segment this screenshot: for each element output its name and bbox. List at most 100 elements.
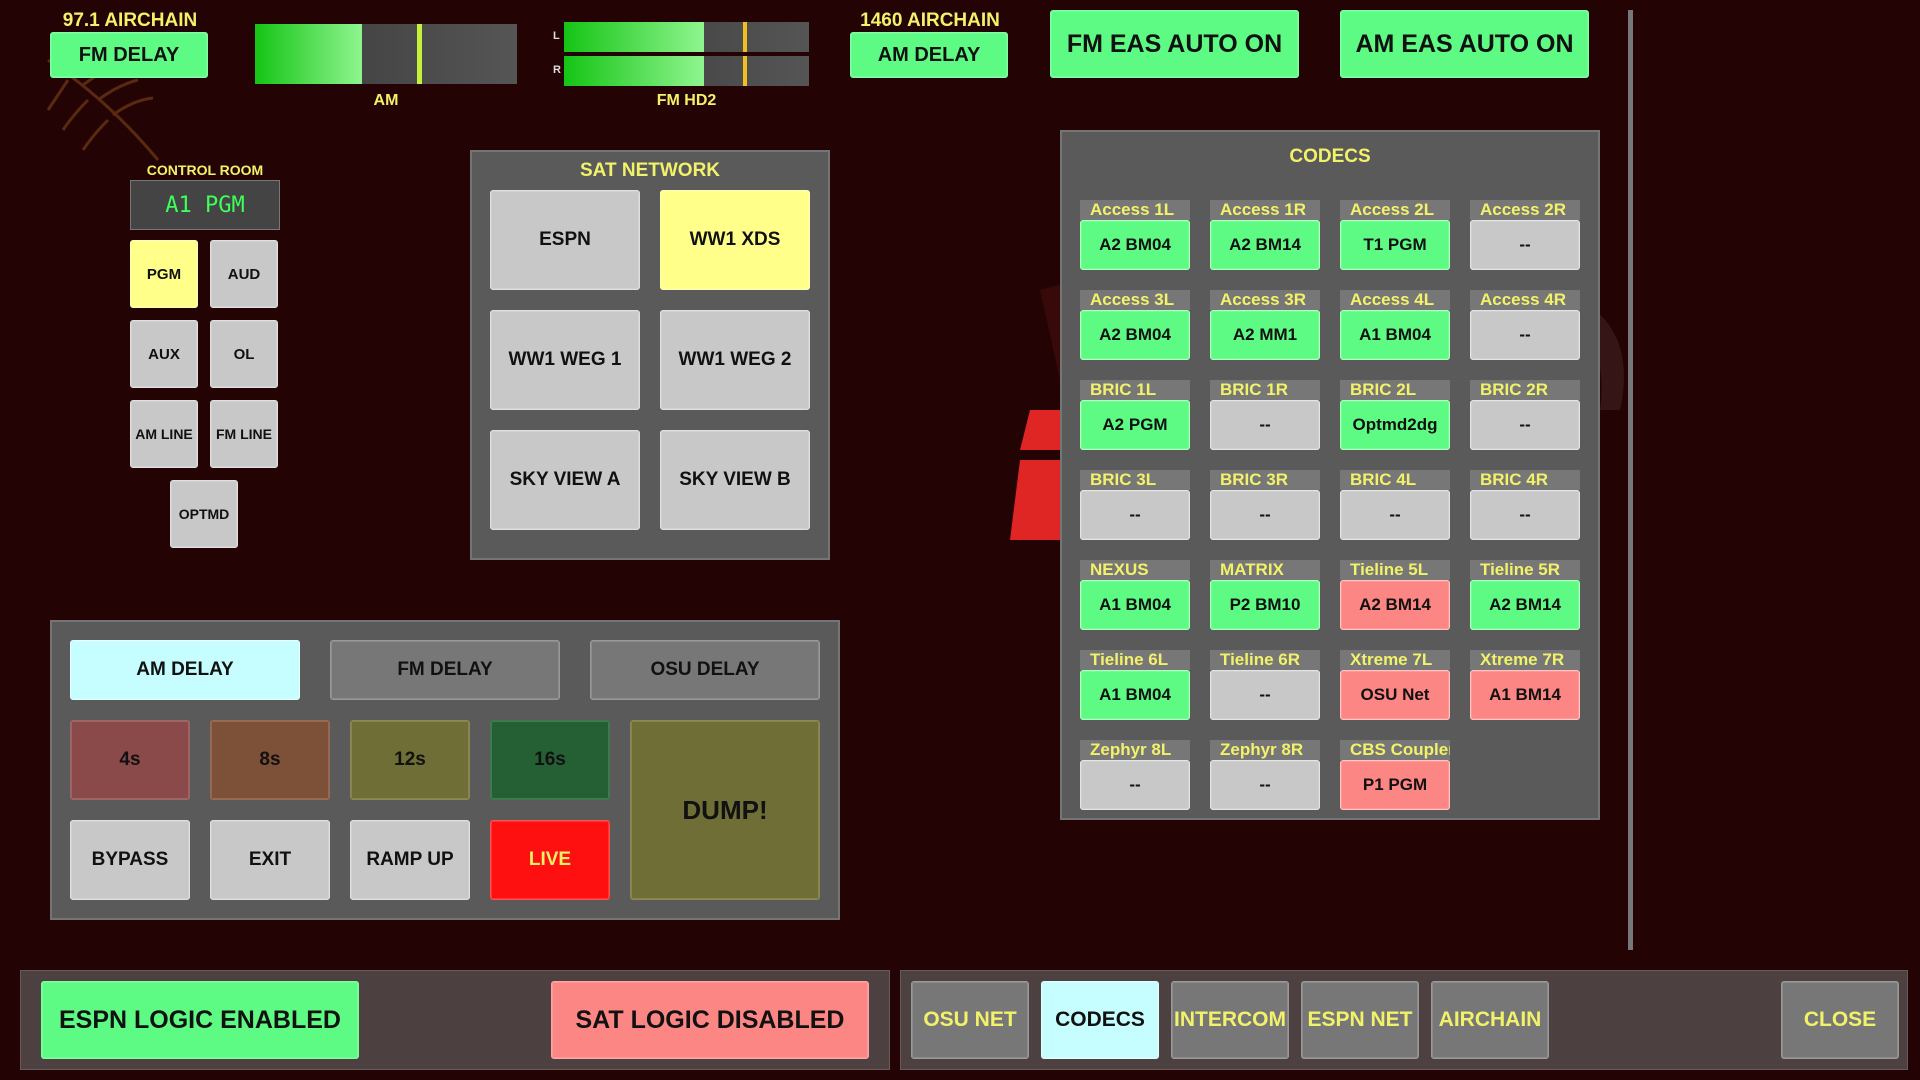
sat-ww1-xds-button[interactable]: WW1 XDS bbox=[660, 190, 810, 290]
cr-optmd-button[interactable]: OPTMD bbox=[170, 480, 238, 548]
delay-am-button[interactable]: AM DELAY bbox=[70, 640, 300, 700]
delay-ramp-up-button[interactable]: RAMP UP bbox=[350, 820, 470, 900]
delay-12s-button[interactable]: 12s bbox=[350, 720, 470, 800]
codec-button[interactable]: Optmd2dg bbox=[1340, 400, 1450, 450]
logic-bar: ESPN LOGIC ENABLED SAT LOGIC DISABLED bbox=[20, 970, 890, 1070]
codec-label: Access 3L bbox=[1080, 290, 1190, 310]
fmhd2-meter-left-level bbox=[564, 22, 704, 52]
cr-ol-button[interactable]: OL bbox=[210, 320, 278, 388]
meter-r-label: R bbox=[553, 64, 561, 76]
cr-aux-button[interactable]: AUX bbox=[130, 320, 198, 388]
codec-label: Access 2R bbox=[1470, 200, 1580, 220]
fm-eas-auto-button[interactable]: FM EAS AUTO ON bbox=[1050, 10, 1299, 78]
cr-aud-button[interactable]: AUD bbox=[210, 240, 278, 308]
fmhd2-meter-left-peak bbox=[742, 22, 747, 52]
codec-label: MATRIX bbox=[1210, 560, 1320, 580]
cr-fm-line-button[interactable]: FM LINE bbox=[210, 400, 278, 468]
am-meter-label: AM bbox=[373, 92, 399, 109]
codec-button[interactable]: -- bbox=[1470, 490, 1580, 540]
codec-label: Access 1R bbox=[1210, 200, 1320, 220]
codec-button[interactable]: -- bbox=[1210, 670, 1320, 720]
fm-airchain-label: 97.1 AIRCHAIN bbox=[62, 10, 198, 31]
codec-button[interactable]: -- bbox=[1470, 400, 1580, 450]
delay-8s-button[interactable]: 8s bbox=[210, 720, 330, 800]
codec-button[interactable]: A2 PGM bbox=[1080, 400, 1190, 450]
sat-network-title: SAT NETWORK bbox=[579, 160, 721, 181]
codec-button[interactable]: -- bbox=[1210, 760, 1320, 810]
delay-dump-button[interactable]: DUMP! bbox=[630, 720, 820, 900]
codec-label: NEXUS bbox=[1080, 560, 1190, 580]
codec-label: BRIC 4R bbox=[1470, 470, 1580, 490]
sat-ww1-weg1-button[interactable]: WW1 WEG 1 bbox=[490, 310, 640, 410]
cr-am-line-button[interactable]: AM LINE bbox=[130, 400, 198, 468]
codec-button[interactable]: A2 MM1 bbox=[1210, 310, 1320, 360]
codec-button[interactable]: -- bbox=[1470, 220, 1580, 270]
codec-button[interactable]: A1 BM04 bbox=[1080, 670, 1190, 720]
control-room-display: A1 PGM bbox=[130, 180, 280, 230]
codec-button[interactable]: A2 BM14 bbox=[1470, 580, 1580, 630]
codec-button[interactable]: A1 BM04 bbox=[1080, 580, 1190, 630]
delay-exit-button[interactable]: EXIT bbox=[210, 820, 330, 900]
tab-osu-net[interactable]: OSU NET bbox=[911, 981, 1029, 1059]
espn-logic-button[interactable]: ESPN LOGIC ENABLED bbox=[41, 981, 359, 1059]
delay-16s-button[interactable]: 16s bbox=[490, 720, 610, 800]
cr-pgm-button[interactable]: PGM bbox=[130, 240, 198, 308]
tab-airchain[interactable]: AIRCHAIN bbox=[1431, 981, 1549, 1059]
control-room-label: CONTROL ROOM bbox=[146, 162, 264, 178]
codec-button[interactable]: A2 BM04 bbox=[1080, 220, 1190, 270]
codec-label: Xtreme 7R bbox=[1470, 650, 1580, 670]
sat-sky-view-b-button[interactable]: SKY VIEW B bbox=[660, 430, 810, 530]
sat-espn-button[interactable]: ESPN bbox=[490, 190, 640, 290]
codec-label: BRIC 4L bbox=[1340, 470, 1450, 490]
codec-button[interactable]: A2 BM14 bbox=[1340, 580, 1450, 630]
codec-label: BRIC 1R bbox=[1210, 380, 1320, 400]
codec-button[interactable]: A1 BM14 bbox=[1470, 670, 1580, 720]
am-delay-top-button[interactable]: AM DELAY bbox=[850, 32, 1008, 78]
delay-osu-button[interactable]: OSU DELAY bbox=[590, 640, 820, 700]
codec-label: BRIC 3R bbox=[1210, 470, 1320, 490]
codec-button[interactable]: -- bbox=[1210, 490, 1320, 540]
nav-bar: OSU NET CODECS INTERCOM ESPN NET AIRCHAI… bbox=[900, 970, 1908, 1070]
codec-button[interactable]: T1 PGM bbox=[1340, 220, 1450, 270]
codec-button[interactable]: -- bbox=[1470, 310, 1580, 360]
am-meter-peak bbox=[417, 24, 423, 84]
sat-logic-button[interactable]: SAT LOGIC DISABLED bbox=[551, 981, 869, 1059]
codec-button[interactable]: -- bbox=[1340, 490, 1450, 540]
fmhd2-meter-right-peak bbox=[742, 56, 747, 86]
codec-label: Tieline 5L bbox=[1340, 560, 1450, 580]
codec-button[interactable]: A1 BM04 bbox=[1340, 310, 1450, 360]
codec-button[interactable]: A2 BM14 bbox=[1210, 220, 1320, 270]
codec-button[interactable]: P1 PGM bbox=[1340, 760, 1450, 810]
codec-button[interactable]: -- bbox=[1080, 490, 1190, 540]
tab-espn-net[interactable]: ESPN NET bbox=[1301, 981, 1419, 1059]
codec-label: BRIC 1L bbox=[1080, 380, 1190, 400]
codec-button[interactable]: OSU Net bbox=[1340, 670, 1450, 720]
am-eas-auto-button[interactable]: AM EAS AUTO ON bbox=[1340, 10, 1589, 78]
codec-button[interactable]: P2 BM10 bbox=[1210, 580, 1320, 630]
sat-ww1-weg2-button[interactable]: WW1 WEG 2 bbox=[660, 310, 810, 410]
delay-fm-button[interactable]: FM DELAY bbox=[330, 640, 560, 700]
am-meter bbox=[255, 24, 517, 84]
delay-4s-button[interactable]: 4s bbox=[70, 720, 190, 800]
codec-button[interactable]: -- bbox=[1210, 400, 1320, 450]
fmhd2-meter-label: FM HD2 bbox=[656, 92, 717, 109]
codec-label: Zephyr 8R bbox=[1210, 740, 1320, 760]
codec-label: Access 4R bbox=[1470, 290, 1580, 310]
sat-network-panel: SAT NETWORK ESPN WW1 XDS WW1 WEG 1 WW1 W… bbox=[470, 150, 830, 560]
close-button[interactable]: CLOSE bbox=[1781, 981, 1899, 1059]
codec-button[interactable]: A2 BM04 bbox=[1080, 310, 1190, 360]
codec-label: Tieline 5R bbox=[1470, 560, 1580, 580]
codec-label: Zephyr 8L bbox=[1080, 740, 1190, 760]
codec-label: Tieline 6R bbox=[1210, 650, 1320, 670]
codecs-title: CODECS bbox=[1289, 146, 1371, 167]
tab-intercom[interactable]: INTERCOM bbox=[1171, 981, 1289, 1059]
codec-label: BRIC 2R bbox=[1470, 380, 1580, 400]
delay-bypass-button[interactable]: BYPASS bbox=[70, 820, 190, 900]
delay-live-button[interactable]: LIVE bbox=[490, 820, 610, 900]
codec-label: Access 2L bbox=[1340, 200, 1450, 220]
fm-delay-top-button[interactable]: FM DELAY bbox=[50, 32, 208, 78]
fmhd2-meter-right bbox=[564, 56, 809, 86]
codec-button[interactable]: -- bbox=[1080, 760, 1190, 810]
tab-codecs[interactable]: CODECS bbox=[1041, 981, 1159, 1059]
sat-sky-view-a-button[interactable]: SKY VIEW A bbox=[490, 430, 640, 530]
